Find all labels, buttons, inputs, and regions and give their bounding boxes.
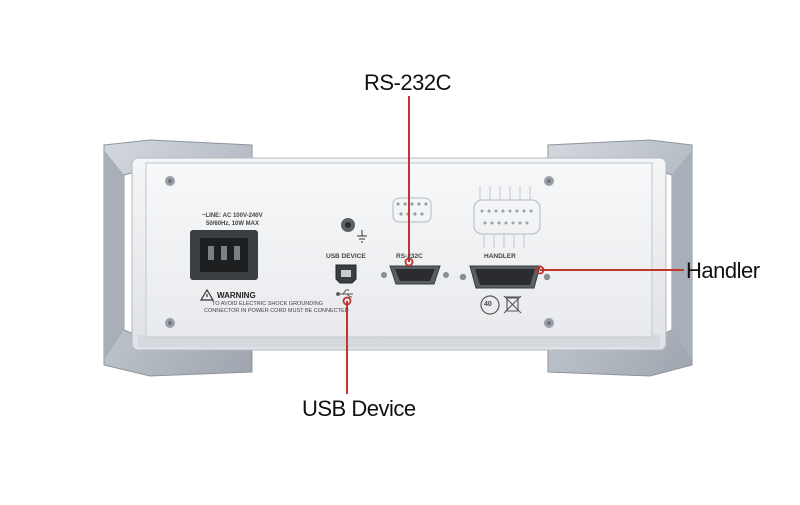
screw-icon bbox=[544, 176, 554, 186]
warning-title: WARNING bbox=[217, 291, 256, 300]
usb-device-label: USB DEVICE bbox=[326, 253, 366, 260]
handler-label: HANDLER bbox=[484, 253, 516, 260]
power-inlet bbox=[190, 230, 258, 280]
line-spec-2: 50/60Hz, 10W MAX bbox=[206, 221, 260, 227]
eco-badge-value: 40 bbox=[484, 301, 492, 308]
weee-bin-icon bbox=[503, 295, 522, 314]
eco-badge-icon bbox=[480, 295, 500, 315]
screw-icon bbox=[165, 318, 175, 328]
line-spec-1: ~LINE: AC 100V-240V bbox=[202, 213, 263, 219]
handler-connector bbox=[459, 265, 551, 289]
rs232c-label: RS-232C bbox=[396, 253, 423, 260]
callout-line-handler bbox=[535, 265, 684, 275]
rs232c-connector bbox=[381, 265, 449, 285]
ground-icon bbox=[357, 230, 367, 243]
warning-line-2: CONNECTOR IN POWER CORD MUST BE CONNECTE… bbox=[204, 308, 349, 314]
screw-icon bbox=[165, 176, 175, 186]
callout-label-handler: Handler bbox=[686, 258, 760, 283]
rs232-pin-legend bbox=[392, 197, 432, 223]
warning-line-1: TO AVOID ELECTRIC SHOCK GROUNDING bbox=[212, 301, 324, 307]
callout-line-rs232c bbox=[404, 96, 414, 267]
callout-label-usb-device: USB Device bbox=[302, 396, 416, 421]
usb-device-port bbox=[335, 264, 357, 284]
callout-line-usb-device bbox=[342, 296, 352, 394]
handler-pin-legend bbox=[473, 186, 541, 248]
callout-label-rs232c: RS-232C bbox=[364, 70, 451, 95]
warning-icon bbox=[199, 288, 215, 301]
usb-icon bbox=[336, 289, 353, 298]
ground-terminal bbox=[341, 218, 355, 232]
screw-icon bbox=[544, 318, 554, 328]
